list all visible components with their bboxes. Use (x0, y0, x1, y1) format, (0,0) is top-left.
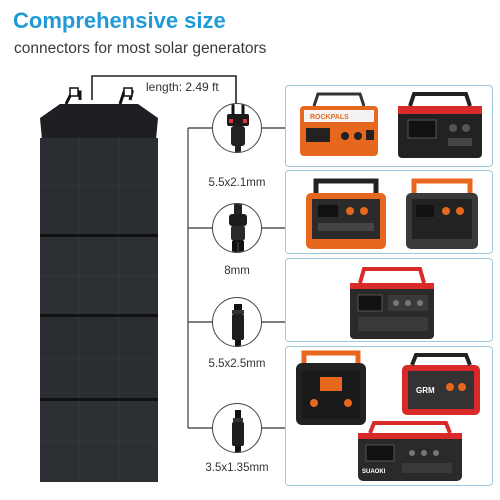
generator-image-black-orange (296, 350, 366, 425)
generator-image-black (398, 92, 482, 158)
svg-text:SUAOKI: SUAOKI (362, 469, 386, 475)
dc-barrel-small-connector-icon (212, 403, 262, 453)
connector-label-3: 5.5x2.5mm (208, 358, 266, 370)
mc4-connector-icon (212, 103, 262, 153)
cable-line (91, 75, 237, 108)
generator-image-suaoki: SUAOKI (358, 421, 462, 481)
generator-box-3 (285, 258, 493, 342)
generator-box-2 (285, 170, 493, 254)
generator-image-grm: GRM (402, 353, 480, 415)
dc-barrel-connector-icon (212, 297, 262, 347)
svg-text:GRM: GRM (416, 386, 435, 395)
headline: Comprehensive size (13, 8, 226, 33)
generator-box-1: ROCKPALS (285, 85, 493, 167)
connector-label-1: 5.5x2.1mm (208, 177, 266, 189)
svg-text:ROCKPALS: ROCKPALS (310, 114, 349, 121)
anderson-8mm-connector-icon (212, 203, 262, 253)
connector-label-4: 3.5x1.35mm (205, 462, 269, 474)
connector-label-2: 8mm (224, 265, 250, 277)
generator-box-4: GRM SUAOKI (285, 346, 493, 486)
subheadline: connectors for most solar generators (14, 40, 267, 57)
solar-panel (40, 87, 158, 482)
generator-image-red-black (350, 267, 434, 339)
generator-image-orange: ROCKPALS (300, 92, 378, 156)
generator-image-jackery-gray (406, 178, 478, 249)
cable-length-label: length: 2.49 ft (146, 80, 219, 94)
generator-image-jackery-orange (306, 178, 386, 249)
